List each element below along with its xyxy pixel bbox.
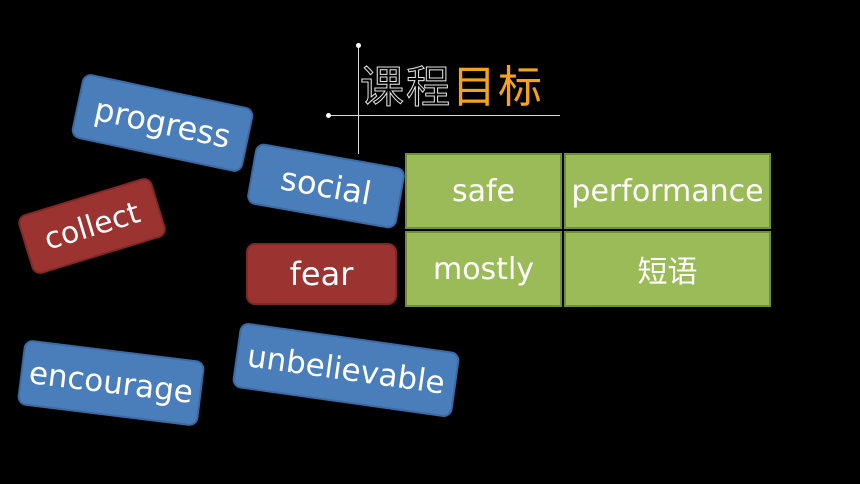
table-cell: performance xyxy=(564,153,771,229)
title-block: 课程目标 xyxy=(326,40,566,156)
title-horizontal-line xyxy=(328,115,560,116)
title-vertical-line xyxy=(358,46,359,154)
card-label: encourage xyxy=(26,355,196,411)
title-part-accent: 目标 xyxy=(452,62,544,113)
card-label: unbelievable xyxy=(244,338,448,402)
title-part-outline: 课程 xyxy=(360,62,452,114)
card-unbelievable[interactable]: unbelievable xyxy=(231,321,461,419)
card-label: progress xyxy=(90,90,235,156)
card-progress[interactable]: progress xyxy=(70,72,255,174)
card-label: collect xyxy=(39,194,145,258)
card-label: fear xyxy=(289,255,354,293)
card-collect[interactable]: collect xyxy=(15,175,169,277)
table-cell: 短语 xyxy=(564,231,771,307)
title-dot-top xyxy=(356,43,361,48)
card-label: social xyxy=(277,159,375,213)
card-encourage[interactable]: encourage xyxy=(16,339,206,427)
title-dot-left xyxy=(326,113,331,118)
table-cell: mostly xyxy=(405,231,562,307)
card-fear[interactable]: fear xyxy=(246,243,397,305)
page-title: 课程目标 xyxy=(360,60,544,116)
table-cell: safe xyxy=(405,153,562,229)
